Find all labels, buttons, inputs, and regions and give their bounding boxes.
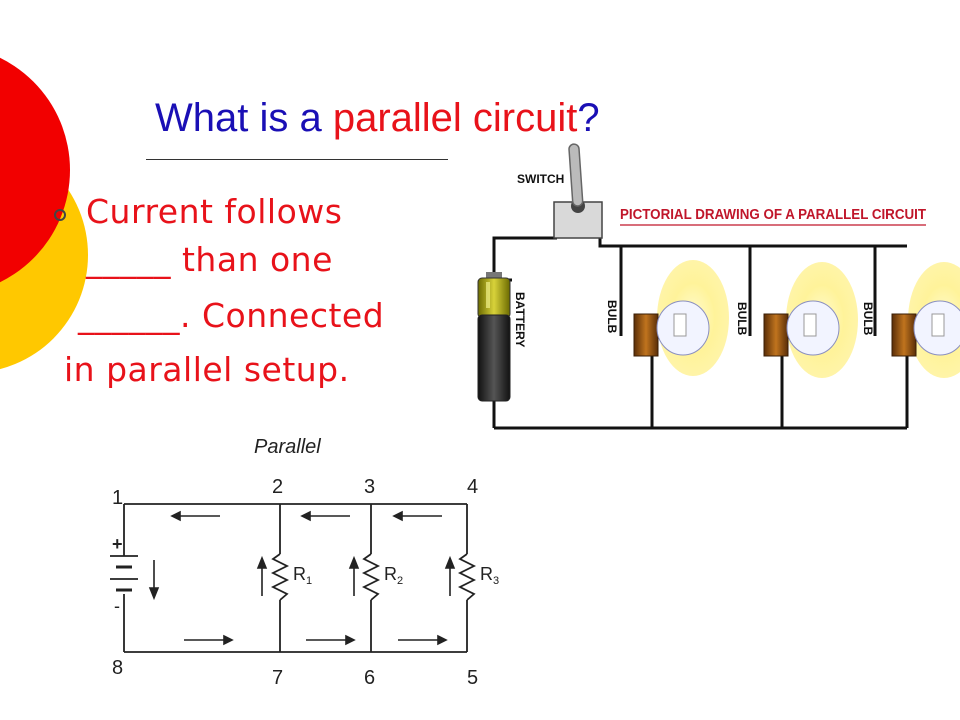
bullet-text-block: Current follows _____ than one ______. C… (48, 192, 448, 402)
resistor-label-r2: R2 (384, 564, 403, 587)
node-label-4: 4 (467, 476, 478, 498)
resistor-label-r1: R1 (293, 564, 312, 587)
title-underline (146, 159, 448, 160)
top-rail-arrows (170, 510, 442, 522)
pictorial-heading: PICTORIAL DRAWING OF A PARALLEL CIRCUIT (620, 207, 926, 223)
parallel-schematic-diagram: Parallel 1 2 3 4 8 7 6 5 + - (110, 436, 499, 689)
title-part-what-is-a: What is a (155, 96, 333, 140)
bullet-line-3: ______. Connected (78, 296, 385, 335)
bullet-line-2: _____ than one (86, 240, 333, 279)
switch-label: SWITCH (517, 172, 564, 186)
slide-title: What is a parallel circuit? (155, 96, 600, 141)
circuit-wires (492, 236, 909, 430)
schematic-wires (123, 503, 477, 653)
node-label-7: 7 (272, 667, 283, 689)
bullet-line-1: Current follows (86, 192, 343, 231)
bullet-line-4: in parallel setup. (64, 350, 350, 389)
red-circle (0, 57, 70, 283)
bulb-3 (891, 300, 960, 357)
schematic-battery (110, 555, 138, 592)
battery-plus: + (112, 534, 123, 554)
bulb-1 (633, 300, 710, 357)
battery (477, 272, 511, 402)
node-label-1: 1 (112, 487, 123, 509)
battery-current-arrow (148, 560, 160, 601)
bulb-label-3: BULB (861, 302, 875, 336)
node-label-3: 3 (364, 476, 375, 498)
node-label-6: 6 (364, 667, 375, 689)
branch-current-arrows (256, 555, 456, 596)
node-label-2: 2 (272, 476, 283, 498)
hollow-circle-bullet-icon (54, 209, 66, 221)
bottom-rail-arrows (184, 634, 448, 646)
title-question-mark: ? (577, 96, 600, 140)
pictorial-circuit-drawing: SWITCH PICTORIAL DRAWING OF A PARALLEL C… (477, 143, 960, 430)
battery-minus: - (114, 596, 120, 616)
bulb-label-1: BULB (605, 300, 619, 334)
node-label-5: 5 (467, 667, 478, 689)
switch (553, 143, 603, 239)
node-label-8: 8 (112, 657, 123, 679)
resistor-label-r3: R3 (480, 564, 499, 587)
title-part-parallel-circuit: parallel circuit (332, 96, 578, 140)
schematic-title: Parallel (254, 436, 321, 458)
bulb-label-2: BULB (735, 302, 749, 336)
decorative-circles (0, 57, 88, 370)
battery-label: BATTERY (513, 292, 527, 347)
bulb-2 (763, 300, 840, 357)
